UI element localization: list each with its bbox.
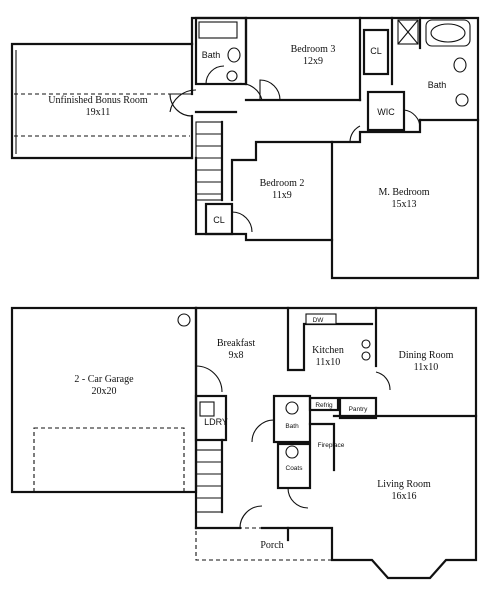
- master-toilet: [453, 57, 467, 73]
- wic-door-swing: [403, 109, 421, 129]
- bedroom2-size: 11x9: [272, 190, 292, 201]
- bath-left-toilet: [227, 47, 241, 63]
- garage-size: 20x20: [92, 386, 117, 397]
- half-bath-label: Bath: [285, 423, 299, 430]
- entry-door-swing: [239, 505, 263, 529]
- closet-top-label: CL: [370, 46, 382, 56]
- bedroom2-door-swing: [231, 211, 253, 233]
- pantry-wall: [338, 396, 378, 420]
- half-bath-wall: [272, 394, 312, 444]
- hall-door-swing-1: [169, 89, 197, 113]
- wic-label: WIC: [377, 107, 395, 117]
- master-door-swing: [349, 125, 361, 143]
- upper-floor: Bath Bedroom 3 12x9 Bedroom 2 11x9 CL CL: [10, 16, 480, 280]
- living-size: 16x16: [392, 491, 417, 502]
- master-shower-x2: [397, 19, 419, 45]
- coats-toilet: [285, 445, 299, 459]
- closet-top-wall: [362, 28, 390, 76]
- stove-burner: [361, 339, 371, 349]
- coats-door-swing: [287, 487, 309, 509]
- bonus-room-size: 19x11: [86, 107, 111, 118]
- dining-label: Dining Room: [399, 350, 454, 361]
- master-bedroom-size: 15x13: [392, 199, 417, 210]
- bedroom2-wall: [230, 140, 334, 242]
- master-bedroom-label: M. Bedroom: [378, 187, 429, 198]
- bedroom3-label: Bedroom 3: [291, 44, 336, 55]
- bedroom3-door-swing: [259, 79, 281, 101]
- half-bath-sink: [285, 401, 299, 415]
- coats-wall: [276, 442, 312, 490]
- fireplace-wall: [308, 422, 336, 472]
- wic-wall: [366, 90, 406, 132]
- garage-entry-door-swing: [195, 365, 223, 393]
- breakfast-label: Breakfast: [217, 338, 256, 349]
- lower-floor: 2 - Car Garage 20x20 Breakfast 9x8 DW Ki…: [10, 306, 478, 580]
- half-bath-door-swing: [251, 419, 275, 443]
- living-label: Living Room: [377, 479, 431, 490]
- kitchen-label: Kitchen: [312, 345, 344, 356]
- laundry-wall: [194, 394, 228, 442]
- washer: [199, 401, 215, 417]
- master-sink: [455, 93, 469, 107]
- bath-left-label: Bath: [202, 50, 221, 60]
- bonus-room-label: Unfinished Bonus Room: [48, 95, 148, 106]
- bonus-door-swing: [169, 93, 193, 117]
- stove-burner: [361, 351, 371, 361]
- dining-door-swing: [375, 371, 391, 391]
- hall-door-swing-2: [235, 82, 263, 101]
- fireplace-label: Fireplace: [318, 442, 345, 449]
- coats-label: Coats: [286, 465, 304, 472]
- master-tub-basin: [430, 23, 466, 43]
- garage-wall: [10, 306, 198, 494]
- water-heater: [177, 313, 191, 327]
- pantry-label: Pantry: [349, 406, 369, 413]
- bath-right-label: Bath: [428, 80, 447, 90]
- bedroom3-size: 12x9: [303, 56, 323, 67]
- bath-left-door-swing: [205, 65, 225, 85]
- bath-left-sink: [226, 70, 238, 82]
- closet-bottom-label: CL: [213, 215, 225, 225]
- bedroom2-label: Bedroom 2: [260, 178, 305, 189]
- master-bedroom-wall: [330, 118, 422, 144]
- breakfast-size: 9x8: [229, 350, 244, 361]
- kitchen-sink: [305, 313, 337, 325]
- porch-label: Porch: [260, 540, 283, 551]
- closet-bottom-wall: [204, 202, 234, 236]
- lower-stairs: [195, 449, 223, 513]
- bonus-room-wall: [10, 42, 194, 160]
- garage-label: 2 - Car Garage: [74, 374, 134, 385]
- garage-door-outline: [33, 427, 185, 493]
- dining-size: 11x10: [414, 362, 439, 373]
- kitchen-size: 11x10: [316, 357, 341, 368]
- bath-left-tub: [198, 21, 238, 39]
- dishwasher-label: DW: [313, 317, 325, 324]
- laundry-label: LDRY: [204, 417, 228, 427]
- refrigerator-label: Refrig: [315, 402, 333, 409]
